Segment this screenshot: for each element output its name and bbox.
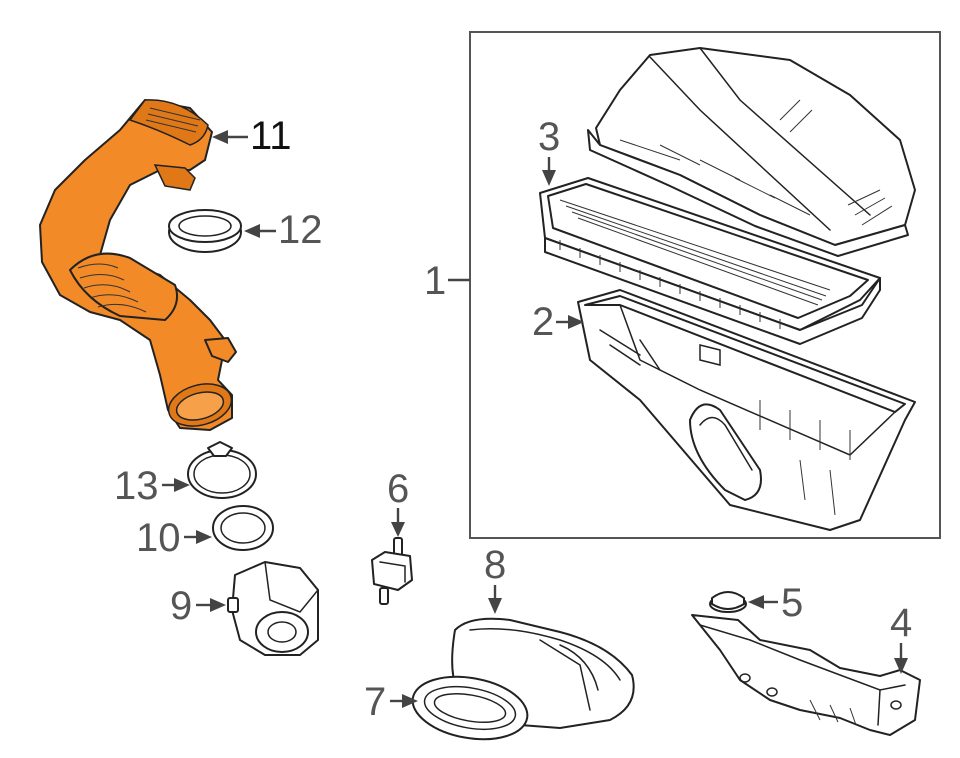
callout-4: 4 bbox=[890, 601, 912, 645]
callout-1: 1 bbox=[424, 259, 446, 303]
arrow-4 bbox=[894, 658, 908, 674]
duct-seal-ring[interactable] bbox=[168, 209, 242, 253]
callout-11: 11 bbox=[250, 114, 292, 158]
callout-13: 13 bbox=[114, 464, 159, 508]
arrow-13 bbox=[174, 478, 190, 492]
ring-gasket[interactable] bbox=[212, 505, 274, 551]
mount-bushing[interactable] bbox=[371, 537, 413, 605]
mass-air-flow-sensor[interactable] bbox=[227, 561, 319, 656]
arrow-2 bbox=[568, 315, 584, 329]
intake-duct-highlighted[interactable] bbox=[39, 99, 237, 433]
arrow-8 bbox=[488, 598, 502, 614]
grommet[interactable] bbox=[709, 591, 747, 613]
callout-9: 9 bbox=[170, 584, 192, 628]
hose-clamp[interactable] bbox=[187, 441, 257, 499]
arrow-7 bbox=[402, 694, 418, 708]
mounting-bracket[interactable] bbox=[691, 614, 921, 736]
callout-6: 6 bbox=[387, 467, 409, 511]
callout-2: 2 bbox=[532, 300, 554, 344]
air-cleaner-upper-cover[interactable] bbox=[587, 47, 916, 257]
callout-5: 5 bbox=[781, 581, 803, 625]
callout-10: 10 bbox=[136, 516, 181, 560]
arrow-6 bbox=[391, 522, 405, 537]
callout-8: 8 bbox=[484, 543, 506, 587]
arrow-11 bbox=[212, 130, 228, 144]
arrow-5 bbox=[748, 595, 764, 609]
arrow-3 bbox=[542, 170, 556, 186]
callout-3: 3 bbox=[538, 115, 560, 159]
callout-12: 12 bbox=[278, 208, 323, 252]
air-inlet-mouth[interactable] bbox=[408, 668, 533, 747]
arrow-12 bbox=[244, 224, 260, 238]
air-cleaner-lower-housing[interactable] bbox=[577, 289, 916, 531]
arrow-9 bbox=[210, 598, 226, 612]
air-filter-element[interactable] bbox=[539, 177, 881, 345]
assembly-frame bbox=[469, 31, 941, 539]
arrow-10 bbox=[196, 530, 212, 544]
callout-7: 7 bbox=[364, 680, 386, 724]
